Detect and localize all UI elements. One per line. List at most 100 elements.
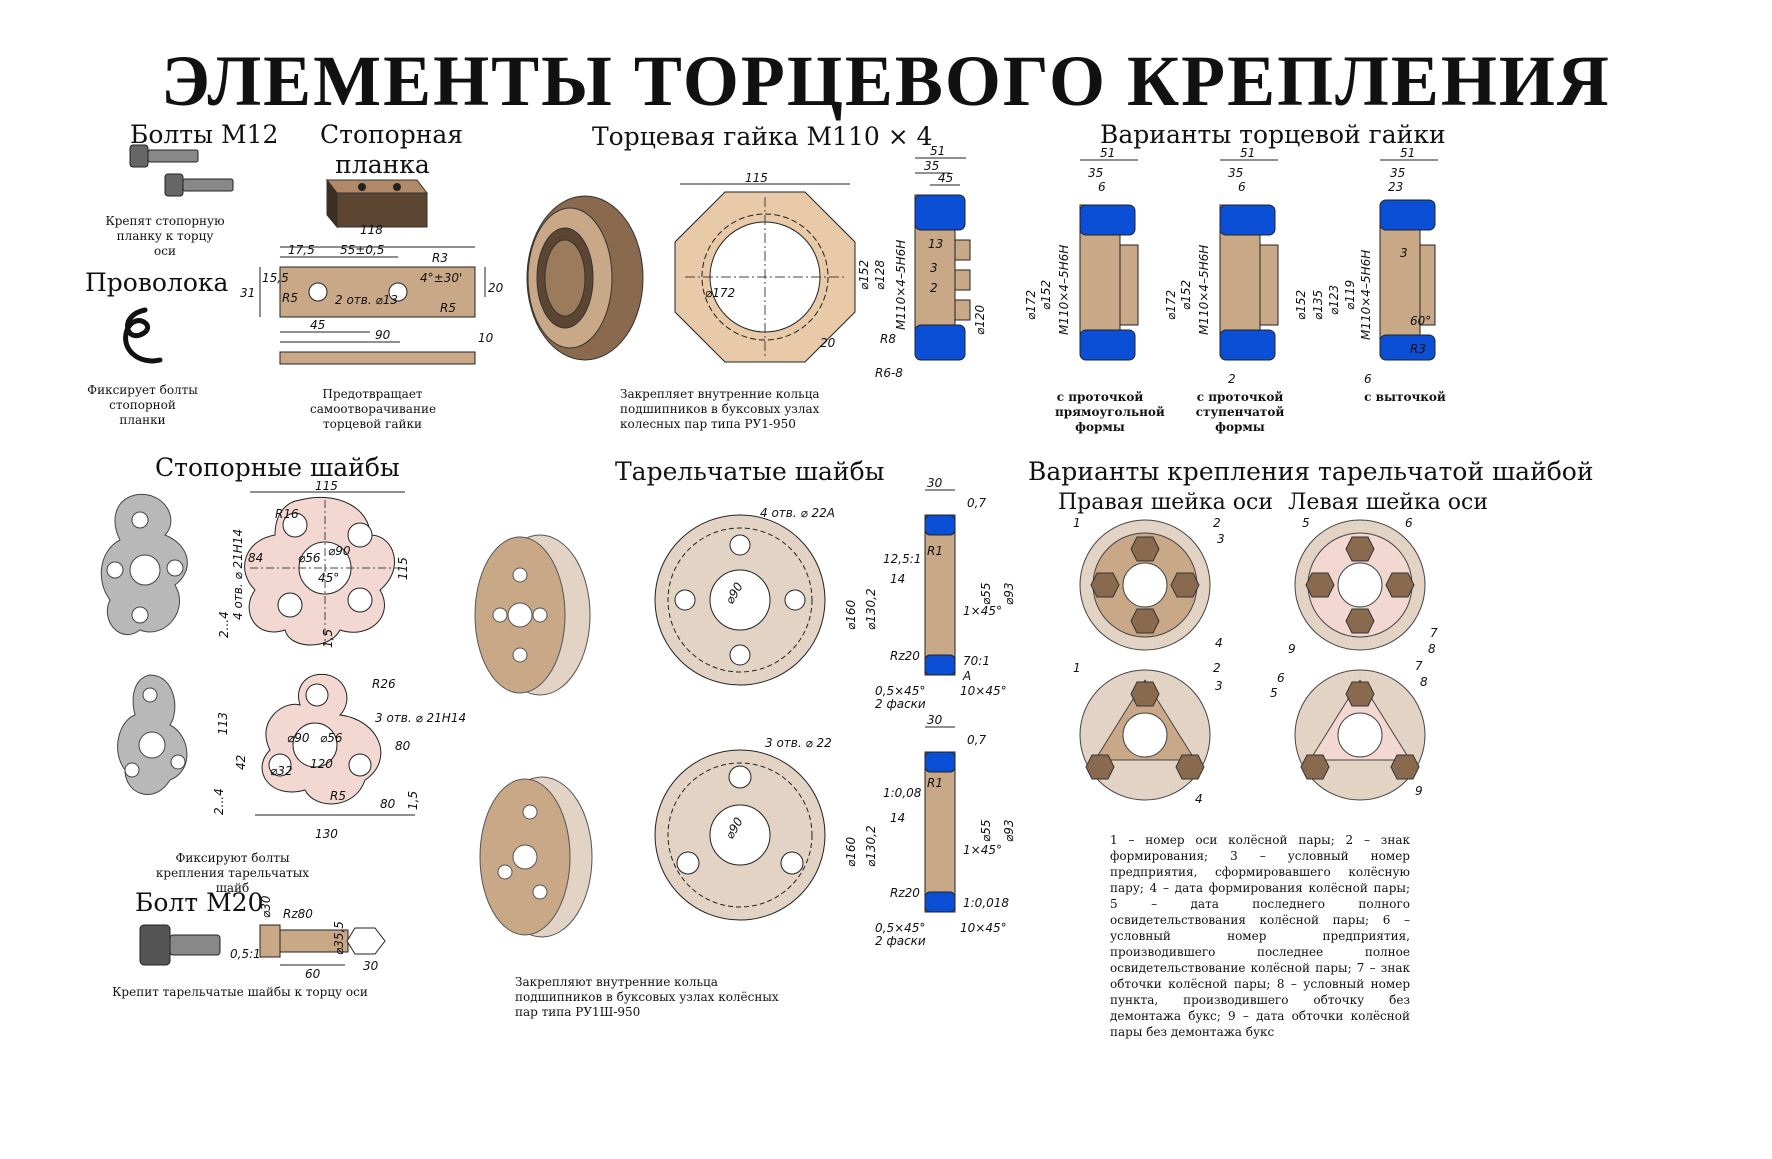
dim-35: 35 [924,159,939,173]
dw1s-dim-0-7: 0,7 [967,496,986,510]
dim-31: 31 [240,286,255,300]
v2-dim-2: 2 [1228,372,1236,386]
dish-washers-heading: Тарельчатые шайбы [615,457,885,486]
nut-variant-1-drawing: 51 35 6 ⌀172 ⌀152 М110×4–5Н6Н [1024,146,1139,361]
m20-dim-30b: 30 [363,959,379,973]
lw3-dim-113: 113 [216,712,230,735]
dim-13: 13 [928,237,943,251]
callout-3b: 3 [1215,679,1223,693]
dw1s-dim-a: А [962,669,971,683]
lw3-dim-80b: 80 [380,797,396,811]
callout-1b: 1 [1073,661,1081,675]
dim-15-5: 15,5 [262,271,289,285]
dim-115: 115 [745,171,768,185]
lw3-dim-80a: 80 [395,739,411,753]
lw3-dim-2-4: 2...4 [212,788,226,815]
bolts-m12-illustration [129,144,234,197]
lock-washer-3hole-drawing: R26 3 отв. ⌀ 21Н14 113 42 ⌀90 ⌀56 ⌀32 12… [212,674,466,841]
bolt-m20-heading: Болт М20 [135,888,264,917]
dw2s-dim-14: 14 [890,811,905,825]
dw2s-dim-30: 30 [927,713,943,727]
v2-dim-thread: М110×4–5Н6Н [1197,245,1211,335]
wire-heading: Проволока [85,268,229,297]
lw-dim-r16: R16 [275,507,299,521]
dim-r6-8: R6-8 [875,366,903,380]
v2-dim-35: 35 [1228,166,1243,180]
dim-120: ⌀120 [973,305,987,335]
lw-dim-holes: 4 отв. ⌀ 21Н14 [231,529,245,620]
v1-dim-51: 51 [1100,146,1115,160]
dw1s-dim-30: 30 [927,476,943,490]
dw2s-dim-1-008: 1:0,08 [883,786,922,800]
callout-6a: 6 [1405,516,1413,530]
lw-dim-115-v: 115 [396,557,410,580]
v3-dim-6: 6 [1364,372,1372,386]
dw1s-dim-160: ⌀160 [844,600,858,630]
dw2s-dim-0-7: 0,7 [967,733,986,747]
bolt-m20-drawing: ⌀30 Rz80 ⌀35,5 0,5:1 60 30 [230,895,386,981]
nut-variant-3-caption: с выточкой [1364,390,1446,404]
dim-17-5: 17,5 [288,243,315,257]
lw3-dim-32: ⌀32 [270,764,293,778]
dim-thread: М110×4–5Н6Н [894,240,908,330]
dw2s-dim-1x45: 1×45° [963,843,1002,857]
dish-washer-2-section: 30 0,7 1:0,08 14 ⌀160 ⌀130,2 ⌀55 ⌀93 1×4… [844,713,1016,948]
nut-variant-3-drawing: 51 35 23 ⌀152 ⌀135 ⌀123 ⌀119 М110×4–5Н6Н… [1294,146,1438,386]
end-nut-caption: Закрепляет внутренние кольца подшипников… [620,387,820,431]
v3-dim-123: ⌀123 [1327,285,1341,315]
dw2s-dim-rz20: Rz20 [890,886,920,900]
v2-dim-51: 51 [1240,146,1255,160]
dim-172: ⌀172 [705,286,735,300]
dw1s-dim-1x45: 1×45° [963,604,1002,618]
v1-dim-35: 35 [1088,166,1103,180]
bolts-m12-caption: Крепят стопорную планку к торцу оси [105,214,225,258]
page-title: ЭЛЕМЕНТЫ ТОРЦЕВОГО КРЕПЛЕНИЯ [161,41,1611,121]
lock-washer-4hole-drawing: 115 R16 ⌀56 ⌀90 84 45° 4 отв. ⌀ 21Н14 2.… [217,479,410,648]
lock-plate-caption: Предотвращает самоотворачивание торцевой… [310,387,437,431]
dw1s-dim-55: ⌀55 [979,583,993,606]
v3-dim-23: 23 [1388,180,1403,194]
dw2s-dim-10x45: 10×45° [960,921,1007,935]
lock-washer-3hole-illustration [117,674,188,795]
callout-5a: 5 [1302,516,1310,530]
end-nut-heading: Торцевая гайка М110 × 4 [592,122,933,151]
v3-dim-119: ⌀119 [1343,280,1357,310]
dw2s-dim-1-0018: 1:0,018 [963,896,1009,910]
dim-r5-right: R5 [440,301,456,315]
dish-washer-1-illustration [474,534,591,696]
callout-2a: 2 [1213,516,1221,530]
dw1s-dim-0-5x45: 0,5×45° [875,684,925,698]
m20-dim-rz80: Rz80 [283,907,313,921]
v1-dim-thread: М110×4–5Н6Н [1057,245,1071,335]
nut-variant-2-drawing: 51 35 6 ⌀172 ⌀152 М110×4–5Н6Н 2 [1164,146,1279,386]
lw3-dim-1-5: 1,5 [406,791,420,810]
v2-dim-172: ⌀172 [1164,290,1178,320]
callout-5b: 5 [1270,686,1278,700]
v2-dim-6: 6 [1238,180,1246,194]
callout-4b: 4 [1195,792,1203,806]
lw3-dim-56: ⌀56 [320,731,343,745]
dim-51: 51 [930,144,945,158]
m20-dim-30: ⌀30 [259,895,273,918]
lw-dim-45: 45° [318,571,339,585]
dim-r5-left: R5 [282,291,298,305]
dim-10: 10 [478,331,494,345]
dim-2: 2 [930,281,938,295]
dish-washers-caption: Закрепляют внутренние кольца подшипников… [515,975,779,1019]
dish-washer-1-drawing: 4 отв. ⌀ 22А ⌀90 [654,506,835,686]
dw2s-dim-55: ⌀55 [979,820,993,843]
dw2s-dim-0-5x45: 0,5×45° [875,921,925,935]
left-journal-label: Левая шейка оси [1288,490,1488,515]
lw-dim-90: ⌀90 [328,544,351,558]
v3-dim-3: 3 [1400,246,1408,260]
dim-152: ⌀152 [857,260,871,290]
callout-9a: 9 [1288,642,1296,656]
dw2-dim-holes: 3 отв. ⌀ 22 [765,736,832,750]
dw1s-dim-70-1: 70:1 [963,654,990,668]
bolts-m12-heading: Болты М12 [130,120,279,149]
lw-dim-115: 115 [315,479,338,493]
v1-dim-172: ⌀172 [1024,290,1038,320]
lock-plate-drawing: 118 17,5 55±0,5 R3 4°±30' 31 15,5 R5 2 о… [240,223,504,365]
v3-dim-135: ⌀135 [1311,290,1325,320]
dim-3: 3 [930,261,938,275]
